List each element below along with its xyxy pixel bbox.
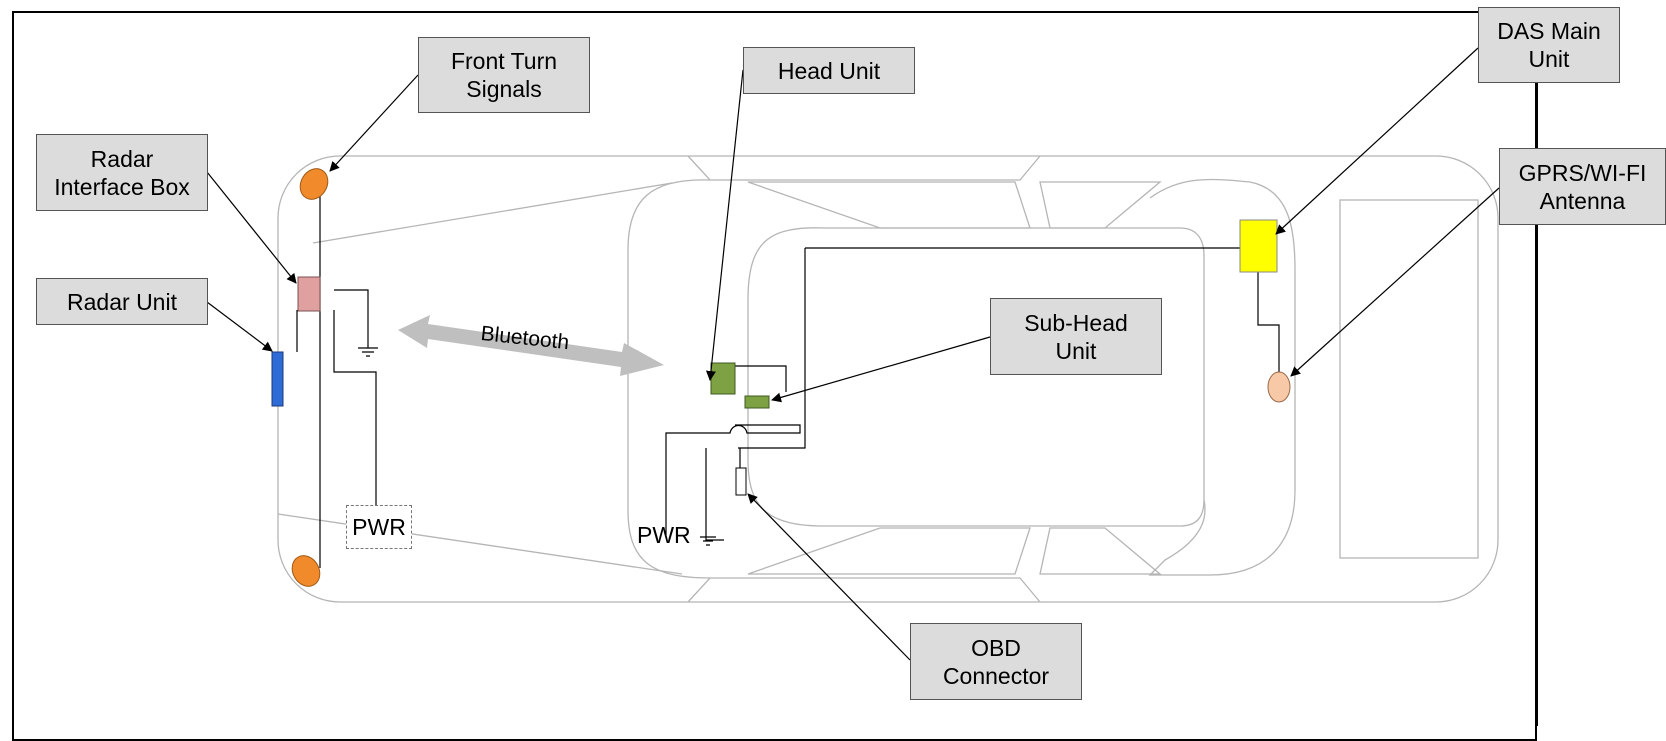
front-turn-signal-bottom-icon xyxy=(291,555,321,587)
pwr-front-box: PWR xyxy=(346,505,412,549)
radar-unit-icon xyxy=(271,351,284,407)
bluetooth-arrow xyxy=(398,315,664,376)
das-main-unit-callout: DAS Main Unit xyxy=(1478,7,1620,83)
sub-head-unit-callout: Sub-Head Unit xyxy=(990,298,1162,375)
diagram-frame xyxy=(12,11,1537,741)
das-main-unit-icon xyxy=(1239,219,1278,273)
gprs-antenna-icon xyxy=(1267,371,1291,403)
obd-connector-icon xyxy=(735,467,747,496)
pwr-center-label: PWR xyxy=(637,522,691,548)
radar-unit-callout: Radar Unit xyxy=(36,278,208,325)
radar-interface-box-icon xyxy=(297,276,321,312)
front-turn-signal-top-icon xyxy=(299,168,329,200)
leader-lines xyxy=(206,47,1500,661)
front-turn-signals-callout: Front Turn Signals xyxy=(418,37,590,113)
radar-interface-box-callout: Radar Interface Box xyxy=(36,134,208,211)
gprs-wifi-antenna-callout: GPRS/WI-FI Antenna xyxy=(1499,148,1666,225)
wiring xyxy=(296,184,1280,568)
sub-head-unit-icon xyxy=(744,395,770,409)
obd-connector-callout: OBD Connector xyxy=(910,623,1082,700)
head-unit-callout: Head Unit xyxy=(743,47,915,94)
car-wiring-diagram xyxy=(206,47,1538,726)
